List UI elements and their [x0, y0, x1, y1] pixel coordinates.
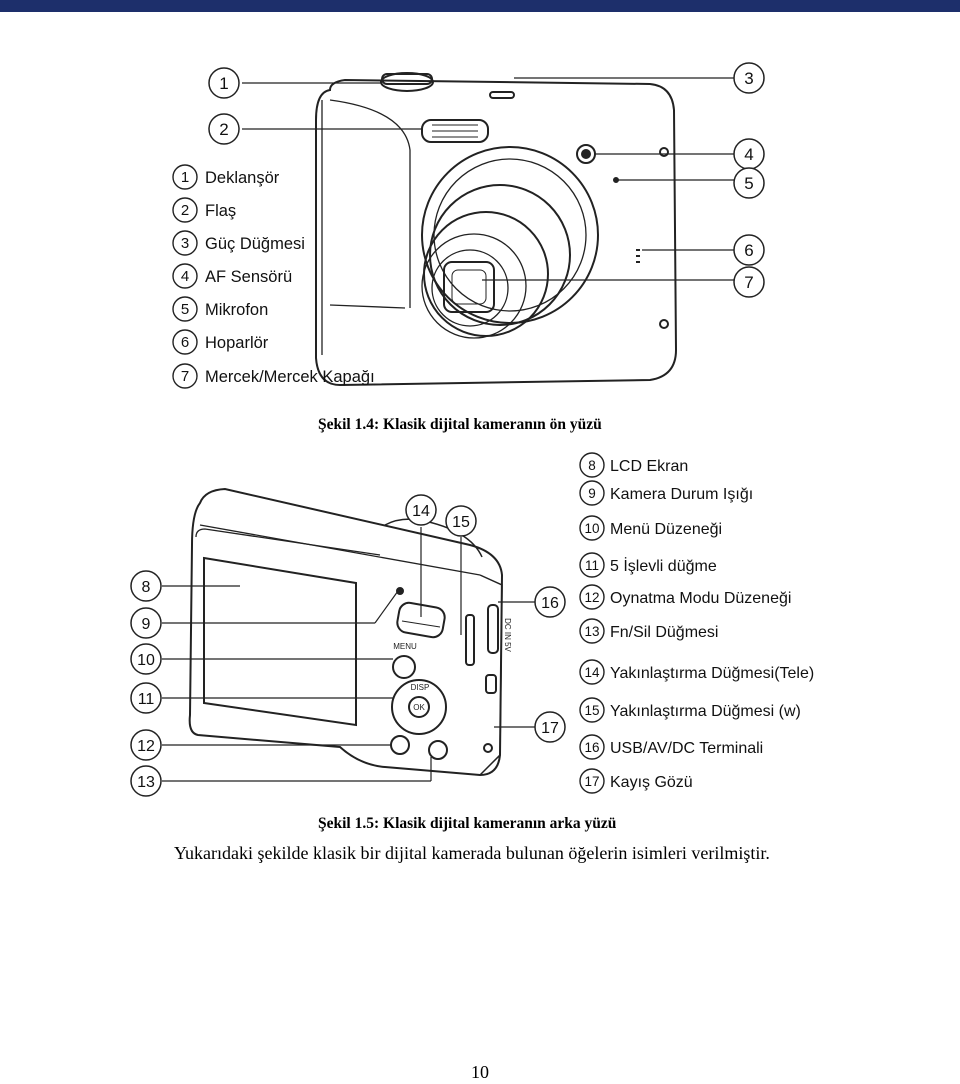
callout-2-circle	[208, 113, 240, 145]
legend-label: Mikrofon	[205, 301, 268, 319]
legend-label: Kayış Gözü	[610, 774, 693, 791]
legend-label: Deklanşör	[205, 169, 280, 187]
callout-6: 6	[744, 241, 753, 260]
callout-1: 1	[219, 74, 228, 93]
legend-num: 7	[181, 368, 189, 385]
legend-num: 12	[584, 590, 599, 605]
body-paragraph: Yukarıdaki şekilde klasik bir dijital ka…	[174, 843, 770, 863]
legend-num: 9	[588, 486, 596, 501]
legend-num: 5	[181, 301, 189, 318]
callout-6-circle	[733, 234, 765, 266]
callout-17: 17	[541, 720, 559, 737]
callout-14: 14	[412, 503, 430, 520]
back-camera-figure: MENU DISP OK DC IN 5V 8 9 10 11 12	[130, 452, 814, 797]
callout-12: 12	[137, 738, 155, 755]
callout-7-circle	[733, 266, 765, 298]
legend-label: Hoparlör	[205, 334, 269, 352]
back-legend: 8 9 10 11 12 13 14 15 16 17 LCD Ekran Ka…	[579, 452, 814, 794]
figure-1-caption: Şekil 1.4: Klasik dijital kameranın ön y…	[318, 416, 602, 433]
callout-3: 3	[744, 69, 753, 88]
callout-2: 2	[219, 120, 228, 139]
legend-label: LCD Ekran	[610, 458, 688, 475]
callout-13: 13	[137, 774, 155, 791]
callout-10: 10	[137, 652, 155, 669]
figure-2-caption: Şekil 1.5: Klasik dijital kameranın arka…	[318, 815, 617, 832]
legend-num: 17	[584, 774, 599, 789]
callout-15: 15	[452, 514, 470, 531]
header-bar	[0, 0, 960, 12]
disp-text: DISP	[411, 683, 430, 692]
page-number: 10	[471, 1062, 489, 1082]
legend-label: Oynatma Modu Düzeneği	[610, 590, 791, 607]
ok-text: OK	[413, 703, 425, 712]
legend-num: 8	[588, 458, 596, 473]
legend-num: 16	[584, 740, 599, 755]
legend-label: USB/AV/DC Terminali	[610, 740, 763, 757]
callout-5: 5	[744, 174, 753, 193]
callout-8: 8	[142, 579, 151, 596]
legend-label: Güç Düğmesi	[205, 235, 305, 253]
front-camera-figure: 1 2 3 4 5 6 7 1 2 3 4 5 6 7 Deklanşör F	[172, 62, 765, 389]
legend-num: 10	[584, 521, 599, 536]
callout-7: 7	[744, 273, 753, 292]
callout-16: 16	[541, 595, 559, 612]
legend-num: 14	[584, 665, 600, 680]
legend-num: 4	[181, 268, 189, 285]
legend-label: Yakınlaştırma Düğmesi(Tele)	[610, 665, 814, 682]
legend-num: 11	[585, 558, 599, 573]
legend-label: Yakınlaştırma Düğmesi (w)	[610, 703, 801, 720]
callout-9: 9	[142, 616, 151, 633]
legend-num: 3	[181, 235, 189, 252]
legend-num: 15	[584, 703, 599, 718]
callout-1-circle	[208, 67, 240, 99]
front-legend: 1 2 3 4 5 6 7 Deklanşör Flaş Güç Düğmesi…	[172, 164, 375, 389]
legend-num: 13	[584, 624, 599, 639]
callout-3-circle	[733, 62, 765, 94]
menu-text: MENU	[393, 642, 417, 651]
legend-label: Kamera Durum Işığı	[610, 486, 753, 503]
callout-5-circle	[733, 167, 765, 199]
legend-num: 2	[181, 202, 189, 219]
legend-label: AF Sensörü	[205, 268, 292, 286]
port-text: DC IN 5V	[503, 618, 512, 652]
legend-label: Flaş	[205, 202, 236, 220]
callout-11: 11	[138, 691, 155, 708]
callout-4: 4	[744, 145, 753, 164]
legend-label: 5 İşlevli düğme	[610, 556, 717, 575]
legend-num: 6	[181, 334, 189, 351]
legend-label: Menü Düzeneği	[610, 521, 722, 538]
legend-label: Fn/Sil Düğmesi	[610, 624, 718, 641]
legend-num: 1	[181, 169, 189, 186]
legend-label: Mercek/Mercek Kapağı	[205, 368, 375, 386]
